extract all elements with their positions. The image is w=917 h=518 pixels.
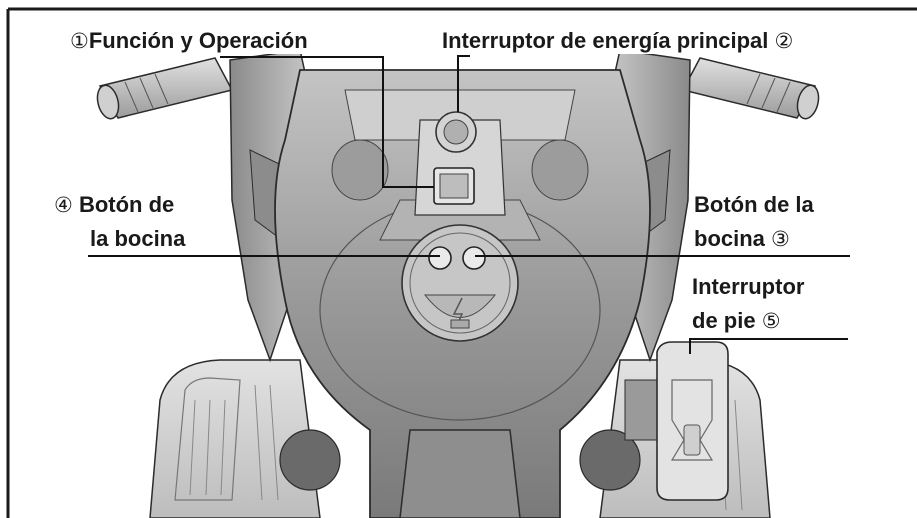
leader-funcion bbox=[220, 56, 434, 188]
main-power-switch bbox=[435, 111, 477, 153]
horn-panel bbox=[401, 224, 519, 342]
label-funcion-text: Función y Operación bbox=[88, 28, 308, 53]
leader-lines bbox=[88, 55, 850, 354]
horn-button-left bbox=[428, 246, 452, 270]
right-grip bbox=[681, 57, 820, 120]
label-interruptor-principal-text: Interruptor de energía principal bbox=[442, 28, 769, 53]
label-boton-der-line1: Botón de la bbox=[692, 192, 816, 218]
label-boton-der-number: ③ bbox=[771, 227, 790, 251]
leader-interruptor-pie bbox=[689, 338, 848, 354]
label-boton-izq-line2: la bocina bbox=[88, 226, 188, 252]
label-interruptor-principal-number: ② bbox=[774, 29, 794, 53]
front-fork bbox=[279, 379, 661, 518]
label-boton-izq-number: ④ bbox=[54, 193, 73, 217]
left-footboard bbox=[149, 359, 321, 518]
function-switch bbox=[433, 167, 475, 205]
label-funcion: ①Función y Operación bbox=[68, 28, 310, 54]
label-interruptor-pie-text2: de pie bbox=[692, 308, 756, 333]
label-boton-izq-text1: Botón de bbox=[78, 192, 175, 217]
label-interruptor-pie-line2: de pie ⑤ bbox=[690, 308, 783, 334]
label-interruptor-principal: Interruptor de energía principal ② bbox=[440, 28, 796, 54]
outer-frame bbox=[6, 7, 917, 518]
label-funcion-number: ① bbox=[70, 29, 89, 53]
label-boton-izq-line1: ④ Botón de bbox=[52, 192, 177, 218]
label-boton-der-text2: bocina bbox=[694, 226, 765, 251]
leader-interruptor-principal bbox=[457, 55, 470, 112]
label-boton-der-line2: bocina ③ bbox=[692, 226, 792, 252]
foot-pedal-switch bbox=[656, 341, 729, 501]
label-interruptor-pie-number: ⑤ bbox=[761, 309, 781, 333]
horn-button-right bbox=[462, 246, 486, 270]
left-grip bbox=[96, 57, 234, 120]
label-interruptor-pie-line1: Interruptor bbox=[690, 274, 807, 300]
